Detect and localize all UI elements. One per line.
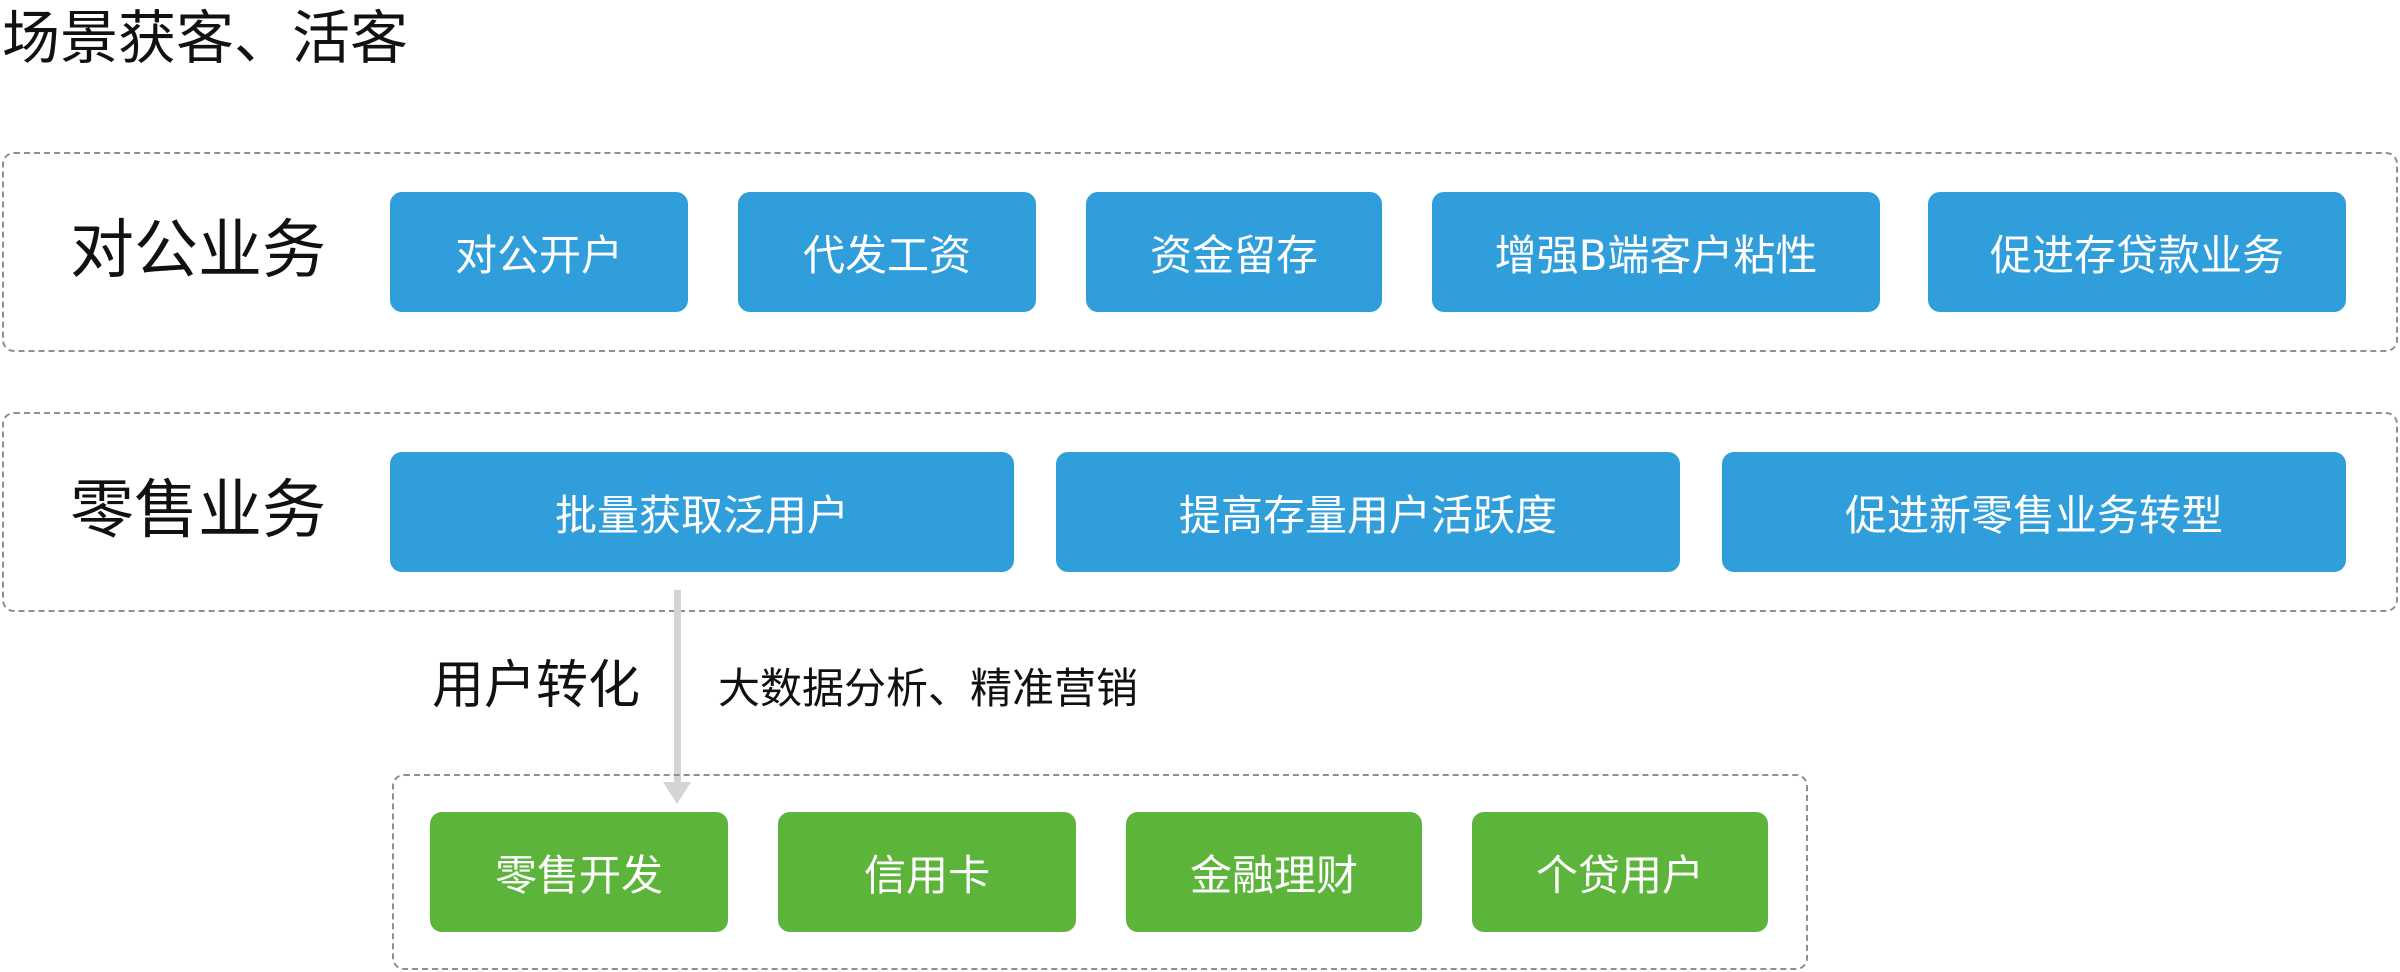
- conversion-item-credit-card: 信用卡: [778, 812, 1076, 932]
- page-title: 场景获客、活客: [2, 4, 409, 72]
- corporate-group-label: 对公业务: [70, 214, 326, 288]
- conversion-arrow-head: [663, 782, 691, 804]
- conversion-label: 用户转化: [432, 656, 641, 716]
- retail-group: [2, 412, 2398, 612]
- retail-item-new-retail: 促进新零售业务转型: [1722, 452, 2346, 572]
- conversion-item-personal-loan: 个贷用户: [1472, 812, 1768, 932]
- corporate-item-account-opening: 对公开户: [390, 192, 688, 312]
- conversion-item-retail-dev: 零售开发: [430, 812, 728, 932]
- retail-item-acquire-users: 批量获取泛用户: [390, 452, 1014, 572]
- retail-item-activity: 提高存量用户活跃度: [1056, 452, 1680, 572]
- conversion-description: 大数据分析、精准营销: [718, 664, 1139, 713]
- corporate-item-b2b-stickiness: 增强B端客户粘性: [1432, 192, 1880, 312]
- corporate-group: [2, 152, 2398, 352]
- corporate-item-fund-retention: 资金留存: [1086, 192, 1382, 312]
- corporate-item-payroll: 代发工资: [738, 192, 1036, 312]
- conversion-item-wealth: 金融理财: [1126, 812, 1422, 932]
- corporate-item-deposit-loan: 促进存贷款业务: [1928, 192, 2346, 312]
- retail-group-label: 零售业务: [70, 474, 326, 548]
- conversion-arrow-line: [674, 590, 681, 785]
- conversion-group: [392, 774, 1808, 970]
